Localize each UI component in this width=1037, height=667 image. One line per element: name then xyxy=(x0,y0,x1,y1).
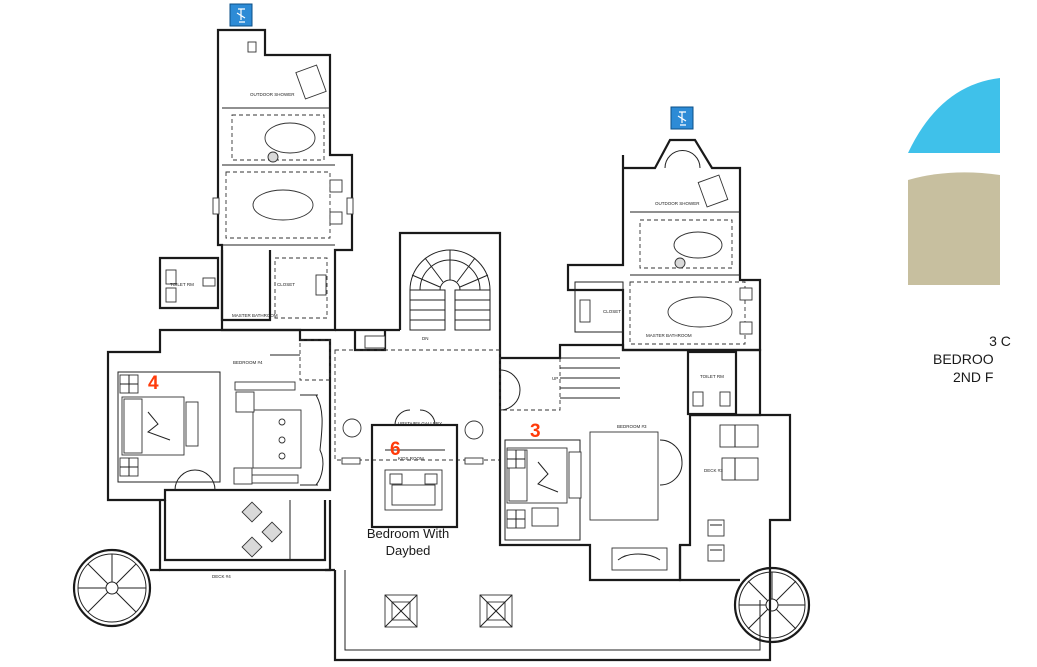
left-bedroom-area xyxy=(106,328,332,502)
right-toilet-label: TOILET RM xyxy=(700,374,724,379)
right-deck xyxy=(678,413,811,644)
upstairs-gallery-label: UPSTAIRS GALLERY xyxy=(398,421,442,426)
center-kids-room xyxy=(334,349,501,529)
central-stair xyxy=(335,231,502,352)
left-bath-tower xyxy=(158,28,354,332)
right-bedroom-label: BEDROOM #3 xyxy=(617,424,647,429)
right-master-bath-label: MASTER BATHROOM xyxy=(646,333,692,338)
left-outdoor-shower-label: OUTDOOR SHOWER xyxy=(250,92,295,97)
shower-icon xyxy=(670,106,694,130)
side-title-line3: 2ND F xyxy=(953,369,994,385)
tan-shape xyxy=(908,172,1000,285)
right-outdoor-shower-label: OUTDOOR SHOWER xyxy=(655,201,700,206)
right-bath-tower xyxy=(566,138,762,416)
stair-dn-label: DN xyxy=(422,336,429,341)
right-bedroom-area xyxy=(498,343,762,582)
left-master-bath-label: MASTER BATHROOM xyxy=(232,313,278,318)
left-deck-label: DECK #4 xyxy=(212,574,231,579)
left-deck xyxy=(72,500,772,662)
left-bedroom-label: BEDROOM #4 xyxy=(233,360,263,365)
right-deck-label: DECK #3 xyxy=(704,468,723,473)
bedroom-daybed-callout: Bedroom With Daybed xyxy=(366,526,450,558)
left-toilet-label: TOILET RM xyxy=(170,282,194,287)
side-title-line2: BEDROO xyxy=(933,351,994,367)
right-closet-label: CLOSET xyxy=(603,309,621,314)
kids-room-label: KIDS ROOM xyxy=(398,456,424,461)
stair-up-label: UP xyxy=(552,376,558,381)
floor-plan: OUTDOOR SHOWER OUTDOOR SHOWER TOILET RM … xyxy=(72,3,1000,662)
blue-shape xyxy=(908,78,1000,153)
side-title-line1: 3 C xyxy=(989,333,1011,349)
shower-icon xyxy=(229,3,253,27)
room-number-3: 3 xyxy=(530,421,541,442)
room-number-6: 6 xyxy=(390,439,401,460)
left-closet-label: CLOSET xyxy=(277,282,295,287)
room-number-4: 4 xyxy=(148,373,159,394)
